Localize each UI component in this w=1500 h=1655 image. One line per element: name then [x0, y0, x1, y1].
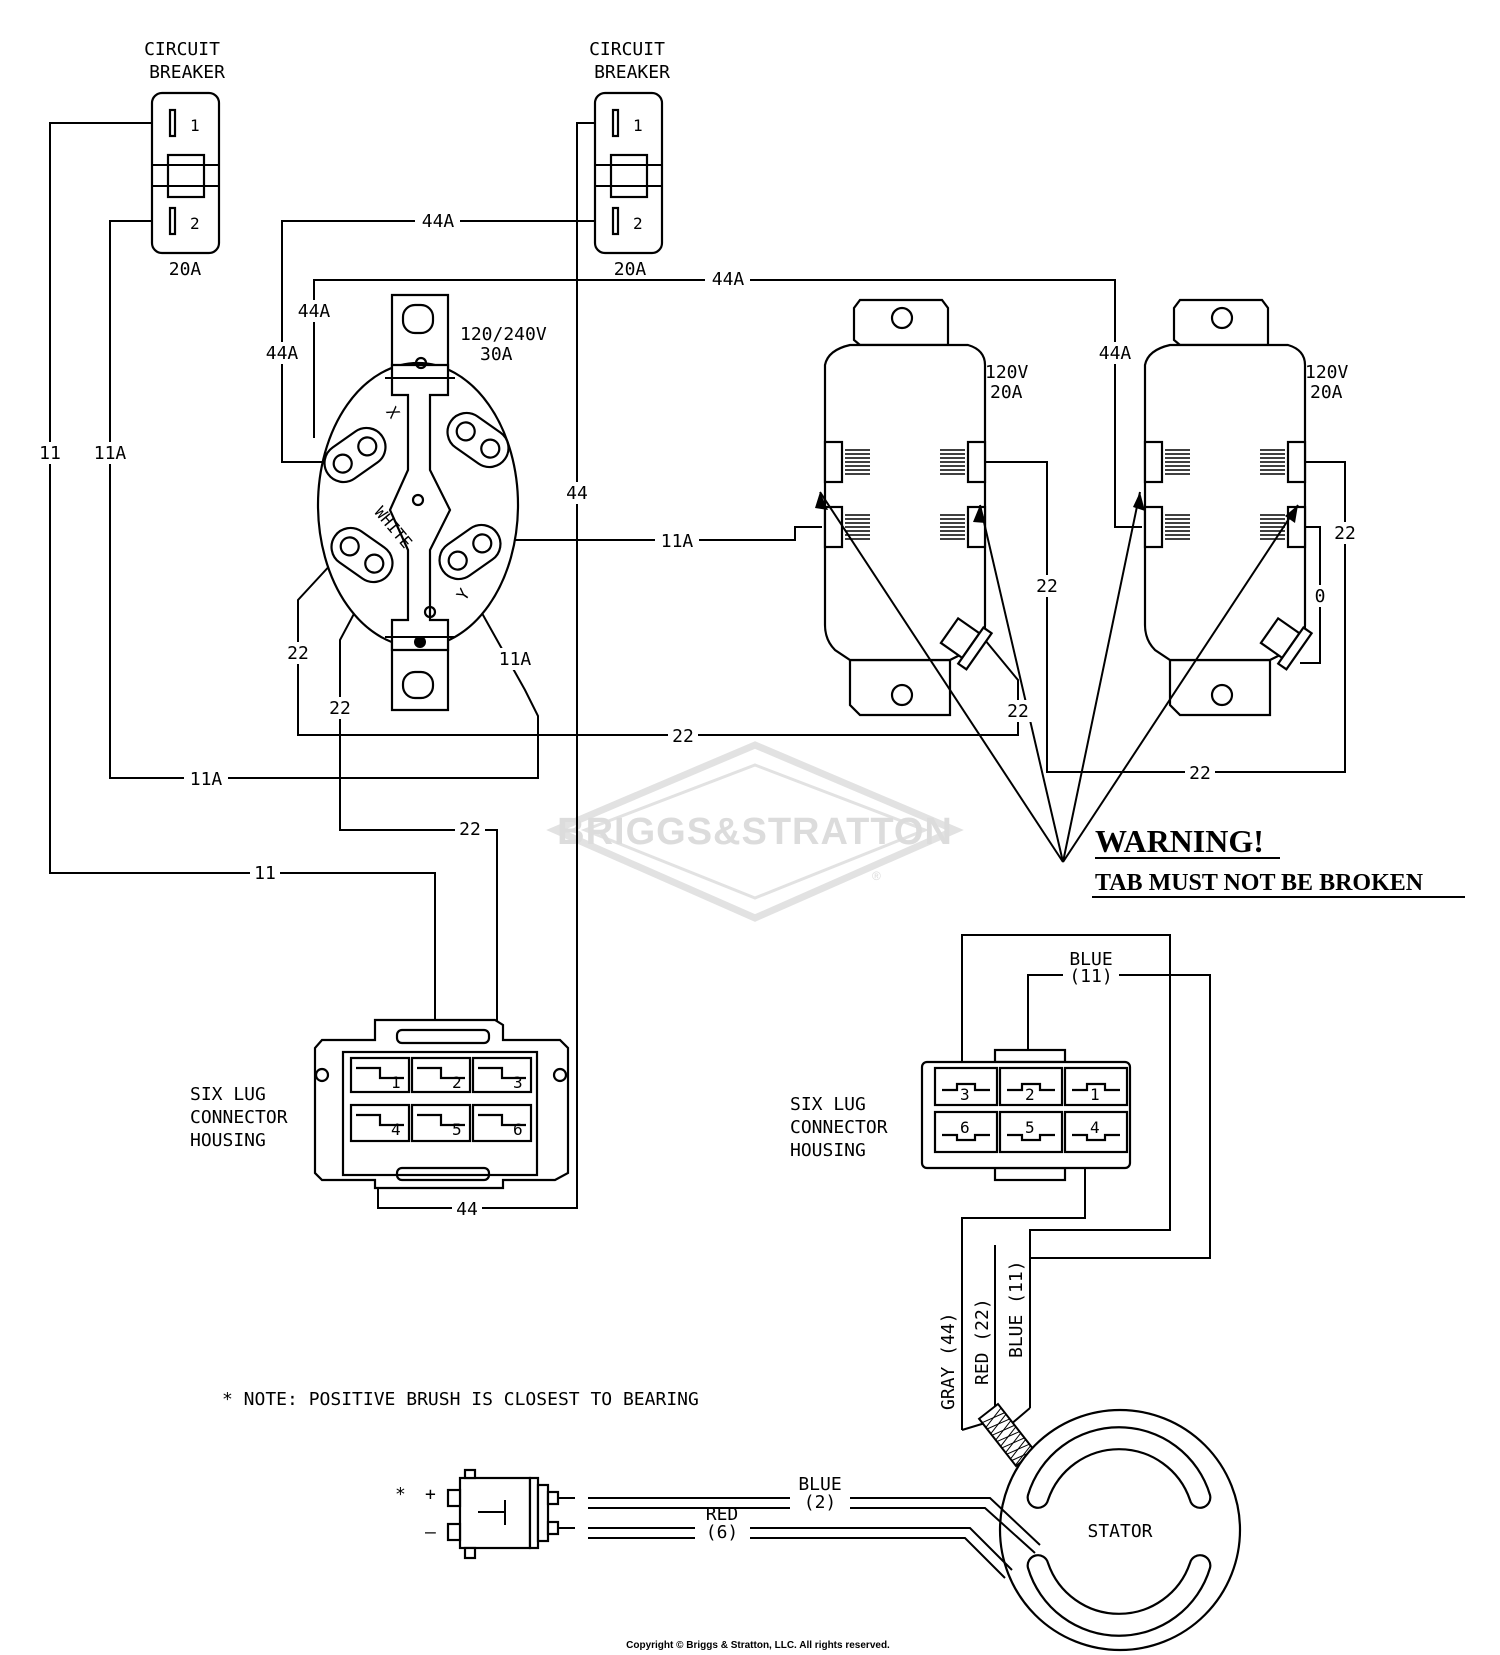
label-44a-right: 44A	[1099, 343, 1132, 364]
cb1-pin1: 1	[190, 116, 200, 135]
stator-red-wire: RED (22)	[972, 1298, 993, 1385]
label-22-mid: 22	[1036, 576, 1058, 597]
connector-left-pin-5: 5	[452, 1120, 462, 1139]
connector-left-pin-6: 6	[513, 1120, 523, 1139]
brush-blue-wire: BLUE	[798, 1474, 841, 1495]
stator-label: STATOR	[1087, 1521, 1152, 1542]
brush-red-wire: RED	[706, 1504, 739, 1525]
label-44a-second: 44A	[712, 269, 745, 290]
connector-left-label-line3: HOUSING	[190, 1130, 266, 1151]
receptacle-240-amperage: 30A	[480, 344, 513, 365]
label-22-left: 22	[287, 643, 309, 664]
stator-harness	[961, 934, 1211, 1430]
cb1-title-line1: CIRCUIT	[144, 39, 220, 60]
wire-labels: 44A 44A 44A 44A 44A 11 11A 44 11A 22 11A…	[36, 210, 1360, 1220]
wire-11a-mid	[485, 526, 822, 541]
label-44: 44	[566, 483, 588, 504]
wires	[49, 122, 1346, 1209]
stator-gray-wire: GRAY (44)	[938, 1312, 959, 1410]
label-44a-left2: 44A	[266, 343, 299, 364]
wire-11	[49, 122, 436, 1040]
watermark-brand: BRIGGS&STRATTON	[557, 811, 953, 853]
label-22-low: 22	[1189, 763, 1211, 784]
label-11a: 11A	[94, 443, 127, 464]
label-11-conn: 11	[254, 863, 276, 884]
watermark-reg: ®	[872, 869, 881, 883]
stator-blue-top: BLUE	[1069, 949, 1112, 970]
cb2-rating: 20A	[614, 259, 647, 280]
label-22-recv: 22	[1007, 701, 1029, 722]
receptacle-120-2-voltage: 120V	[1305, 362, 1349, 383]
connector-right-label-line2: CONNECTOR	[790, 1117, 888, 1138]
label-11a-low: 11A	[190, 769, 223, 790]
label-22-bottom: 22	[672, 726, 694, 747]
connector-right-pin-3: 3	[960, 1085, 970, 1104]
connector-right-pin-5: 5	[1025, 1118, 1035, 1137]
connector-right-label-line1: SIX LUG	[790, 1094, 866, 1115]
brush-assembly: * + – BLUE (2) RED (6)	[395, 1468, 1041, 1579]
receptacle-120-1-amperage: 20A	[990, 382, 1023, 403]
label-22-conn: 22	[459, 819, 481, 840]
cb1-rating: 20A	[169, 259, 202, 280]
circuit-breaker-2: CIRCUIT BREAKER 1 2 20A	[589, 39, 670, 280]
connector-left-label-line1: SIX LUG	[190, 1084, 266, 1105]
cb2-title-line2: BREAKER	[594, 62, 670, 83]
stator-blue-top-num: (11)	[1069, 966, 1112, 987]
wire-11a	[109, 220, 539, 779]
label-22-white: 22	[329, 698, 351, 719]
receptacle-120-2-amperage: 20A	[1310, 382, 1343, 403]
cb2-title-line1: CIRCUIT	[589, 39, 665, 60]
connector-right: 3 2 1 6 5 4 SIX LUG CONNECTOR HOUSING	[790, 1048, 1132, 1182]
brush-note: * NOTE: POSITIVE BRUSH IS CLOSEST TO BEA…	[222, 1389, 699, 1410]
cb2-pin2: 2	[633, 214, 643, 233]
label-0: 0	[1315, 586, 1326, 607]
receptacle-120v-2: 120V 20A	[1143, 298, 1349, 717]
cb1-title-line2: BREAKER	[149, 62, 225, 83]
connector-left-pin-4: 4	[391, 1120, 401, 1139]
copyright: Copyright © Briggs & Stratton, LLC. All …	[626, 1640, 890, 1651]
label-11: 11	[39, 443, 61, 464]
receptacle-120v-1: 120V 20A	[823, 298, 1029, 717]
cb2-pin1: 1	[633, 116, 643, 135]
receptacle-120-1-voltage: 120V	[985, 362, 1029, 383]
brush-red-num: (6)	[706, 1522, 739, 1543]
receptacle-240v: X WHITE Y 120/240V 30A	[316, 293, 547, 712]
stator: STATOR	[961, 1402, 1242, 1652]
circuit-breaker-1: CIRCUIT BREAKER 1 2 20A	[144, 39, 225, 280]
label-11a-y: 11A	[499, 649, 532, 670]
brush-minus: –	[425, 1522, 436, 1543]
label-22-right: 22	[1334, 523, 1356, 544]
connector-right-pin-6: 6	[960, 1118, 970, 1137]
connector-right-label-line3: HOUSING	[790, 1140, 866, 1161]
connector-right-pin-2: 2	[1025, 1085, 1035, 1104]
brush-blue-num: (2)	[804, 1492, 837, 1513]
cb1-pin2: 2	[190, 214, 200, 233]
connector-left-label-line2: CONNECTOR	[190, 1107, 288, 1128]
label-11a-mid: 11A	[661, 531, 694, 552]
receptacle-240-voltage: 120/240V	[460, 324, 547, 345]
stator-wire-labels: BLUE (11) GRAY (44) RED (22) BLUE (11)	[938, 949, 1119, 1410]
brush-star: *	[395, 1484, 406, 1505]
label-44a-left1: 44A	[298, 301, 331, 322]
connector-left-pin-1: 1	[391, 1073, 401, 1092]
label-44-conn: 44	[456, 1199, 478, 1220]
connector-left: 1 2 3 4 5 6 SIX LUG CONNECTOR HOUSING	[190, 1018, 570, 1190]
wire-44a-second	[313, 279, 1142, 528]
warning-title: WARNING!	[1095, 823, 1264, 859]
label-44a-top: 44A	[422, 211, 455, 232]
connector-left-pin-3: 3	[513, 1073, 523, 1092]
warning-block: WARNING! TAB MUST NOT BE BROKEN	[1092, 823, 1465, 898]
connector-right-pin-1: 1	[1090, 1085, 1100, 1104]
connector-right-pin-4: 4	[1090, 1118, 1100, 1137]
stator-blue-wire: BLUE (11)	[1006, 1260, 1027, 1358]
warning-arrows	[815, 491, 1299, 863]
connector-left-pin-2: 2	[452, 1073, 462, 1092]
brush-plus: +	[425, 1484, 436, 1505]
watermark: BRIGGS&STRATTON ®	[546, 741, 964, 922]
warning-text: TAB MUST NOT BE BROKEN	[1095, 870, 1424, 896]
